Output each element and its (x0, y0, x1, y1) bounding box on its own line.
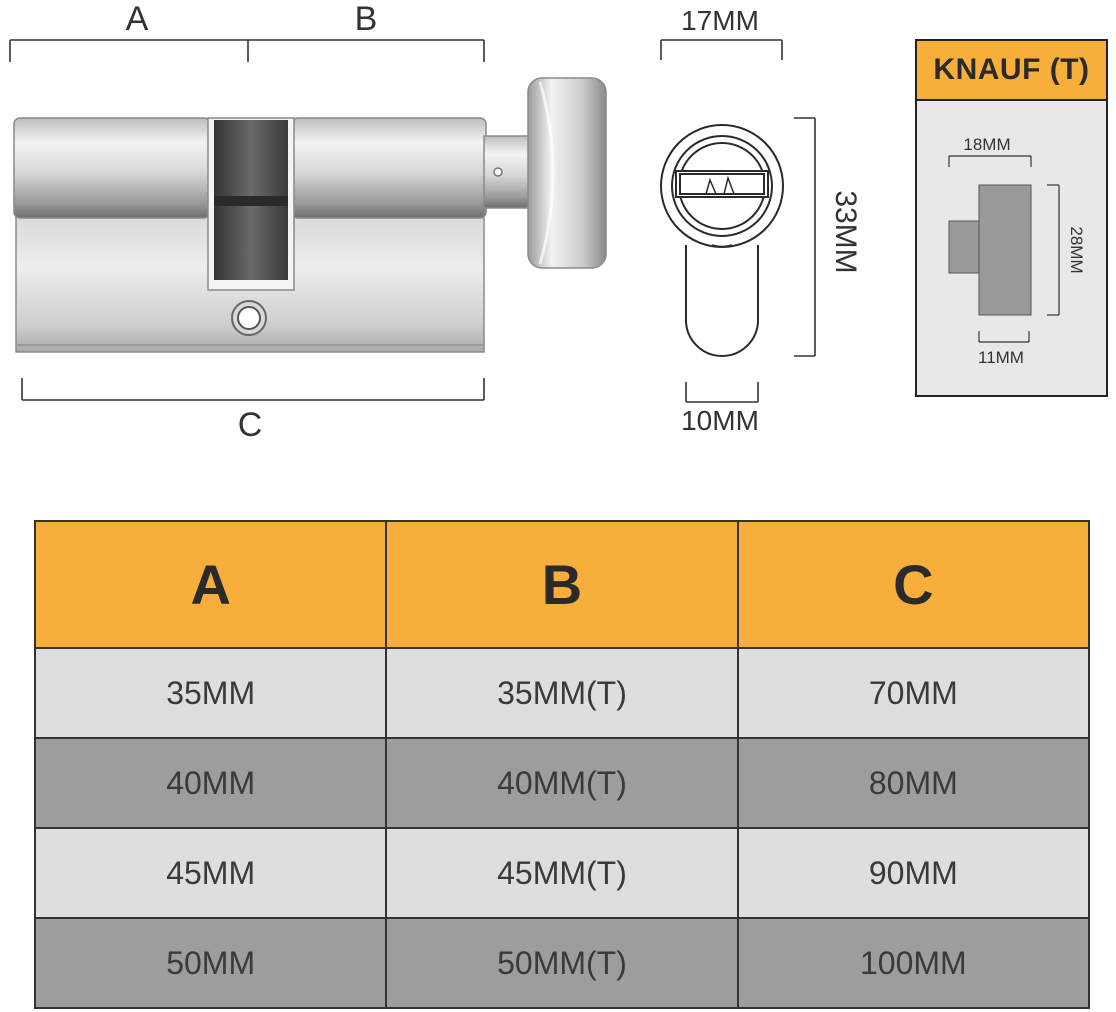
knauf-stem (948, 220, 980, 274)
cell-a: 40MM (33, 737, 388, 829)
cell-c: 90MM (736, 827, 1091, 919)
dim-33mm-label: 33MM (829, 190, 862, 273)
dim-17mm-label: 17MM (681, 5, 759, 36)
label-a: A (126, 0, 149, 38)
knauf-bracket-18mm (948, 155, 1032, 167)
dimension-bracket-c (21, 378, 485, 401)
cell-a: 50MM (33, 917, 388, 1009)
header-b: B (385, 520, 739, 649)
cell-c: 80MM (736, 737, 1091, 829)
lock-cylinder-diagram: A B C (9, 0, 862, 444)
header-a: A (33, 520, 388, 649)
table-row: 50MM 50MM(T) 100MM (33, 917, 1091, 1009)
dimension-bracket-10mm (685, 382, 759, 403)
cell-c: 100MM (736, 917, 1091, 1009)
knauf-detail-box: KNAUF (T) 18MM 28MM 11MM (915, 39, 1108, 397)
thumb-turn-knob (483, 77, 607, 269)
knauf-dim-11mm: 11MM (978, 348, 1024, 367)
cell-a: 45MM (33, 827, 388, 919)
header-c: C (736, 520, 1091, 649)
cell-b: 45MM(T) (385, 827, 739, 919)
knauf-dimension-drawing: 18MM 28MM 11MM (948, 135, 1086, 367)
cell-c: 70MM (736, 647, 1091, 739)
label-b: B (355, 0, 378, 38)
knauf-dim-18mm: 18MM (963, 135, 1010, 154)
cell-a: 35MM (33, 647, 388, 739)
table-row: 35MM 35MM(T) 70MM (33, 647, 1091, 739)
knauf-dim-28mm: 28MM (1067, 226, 1086, 273)
size-table: A B C 35MM 35MM(T) 70MM 40MM 40MM(T) 80M… (33, 520, 1091, 1009)
cylinder-body (13, 117, 487, 353)
table-row: 40MM 40MM(T) 80MM (33, 737, 1091, 829)
cell-b: 40MM(T) (385, 737, 739, 829)
dimension-bracket-b (248, 39, 485, 62)
label-c: C (238, 406, 263, 444)
knauf-title: KNAUF (T) (917, 41, 1106, 101)
knauf-bracket-28mm (1047, 184, 1060, 316)
table-header-row: A B C (33, 520, 1091, 649)
knauf-bracket-11mm (978, 331, 1030, 343)
dimension-bracket-17mm (660, 39, 783, 60)
knauf-head (978, 184, 1032, 316)
cell-b: 35MM(T) (385, 647, 739, 739)
table-row: 45MM 45MM(T) 90MM (33, 827, 1091, 919)
dimension-bracket-a (9, 39, 249, 62)
dim-10mm-label: 10MM (681, 405, 759, 436)
cylinder-front-profile (660, 124, 784, 357)
cell-b: 50MM(T) (385, 917, 739, 1009)
dimension-bracket-33mm (794, 117, 816, 357)
